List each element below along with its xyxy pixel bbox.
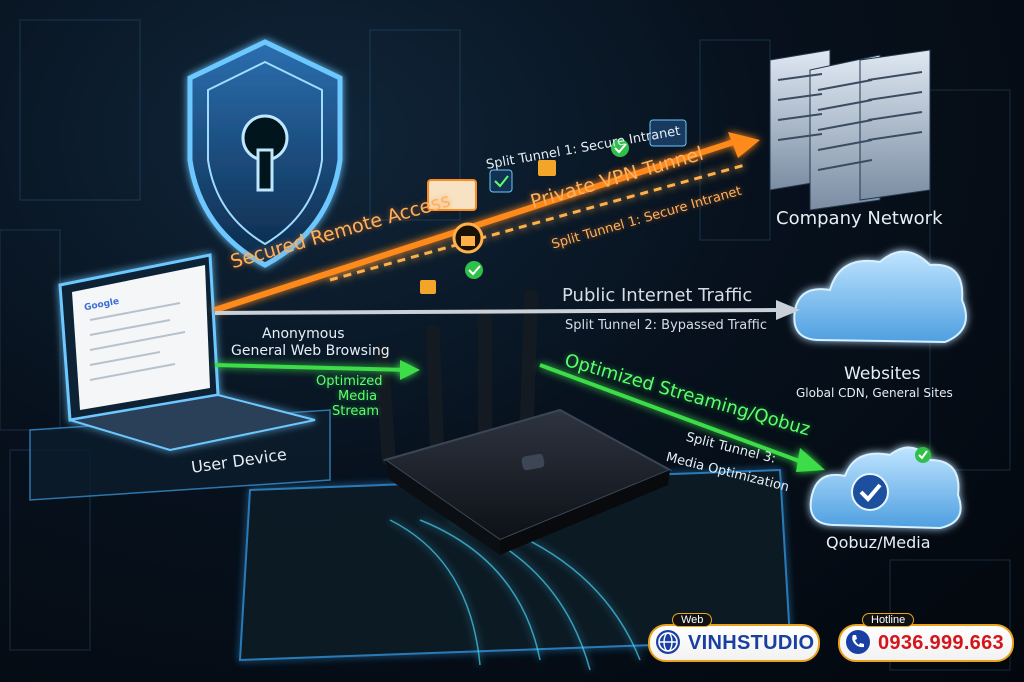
padlock-icon xyxy=(420,160,556,294)
optimized-media-label: Optimized xyxy=(316,374,383,389)
media-stream-arrow xyxy=(214,360,825,472)
globe-icon xyxy=(656,630,680,654)
vpn-tunnel-arrow xyxy=(214,132,760,313)
cloud-check-icon xyxy=(809,446,962,530)
websites-label: Websites xyxy=(844,364,921,384)
web-value: VINHSTUDIO xyxy=(688,631,815,654)
general-web-browsing-label: General Web Browsing xyxy=(231,343,390,359)
company-network-label: Company Network xyxy=(776,208,943,229)
public-internet-traffic-label: Public Internet Traffic xyxy=(562,285,753,306)
web-caption: Web xyxy=(672,613,713,627)
check-icon xyxy=(465,139,629,279)
anonymous-label: Anonymous xyxy=(262,326,345,342)
qobuz-media-label: Qobuz/Media xyxy=(826,533,931,552)
browser-window-icon xyxy=(427,119,687,211)
hotline-badge[interactable]: Hotline 0936.999.663 xyxy=(838,613,1014,662)
stream-label: Stream xyxy=(332,404,380,419)
web-badge[interactable]: Web VINHSTUDIO xyxy=(648,613,820,662)
public-traffic-arrow xyxy=(214,300,800,320)
hotline-caption: Hotline xyxy=(862,613,915,627)
laptop-icon xyxy=(58,253,316,452)
media-label: Media xyxy=(338,389,378,404)
shield-keyhole-icon xyxy=(187,39,343,268)
phone-icon xyxy=(846,630,870,654)
server-rack-icon xyxy=(769,49,931,211)
websites-sub-label: Global CDN, General Sites xyxy=(796,386,953,400)
split-tunnel-2-label: Split Tunnel 2: Bypassed Traffic xyxy=(565,318,767,333)
cloud-icon xyxy=(793,250,967,344)
hotline-value: 0936.999.663 xyxy=(878,631,1004,654)
router-icon xyxy=(374,289,673,555)
